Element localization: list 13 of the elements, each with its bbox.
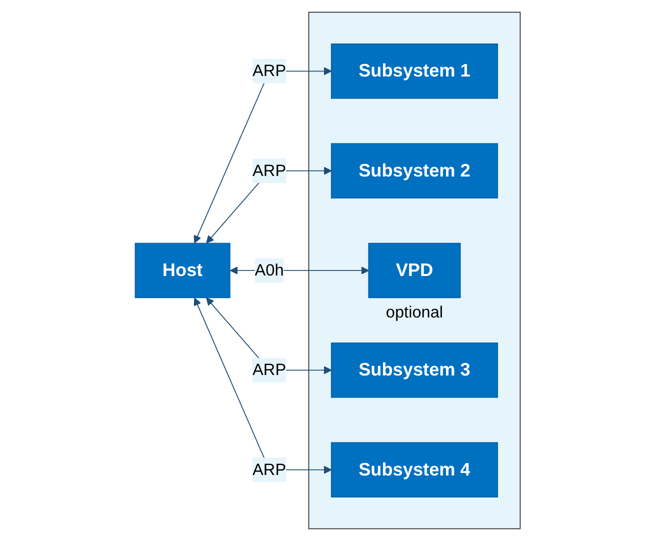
- node-box: [368, 242, 462, 298]
- node-box: [331, 44, 498, 99]
- edge-label: ARP: [252, 360, 286, 379]
- node-caption: optional: [386, 304, 444, 322]
- node-box: [331, 342, 498, 398]
- edge-label: A0h: [255, 260, 284, 280]
- node-box: [331, 442, 498, 498]
- edge-label: ARP: [252, 62, 286, 80]
- edge-label: ARP: [252, 460, 286, 478]
- edge-label: ARP: [252, 161, 286, 180]
- cluster: [308, 12, 521, 530]
- node-box: [331, 143, 498, 198]
- node-box: [135, 242, 231, 298]
